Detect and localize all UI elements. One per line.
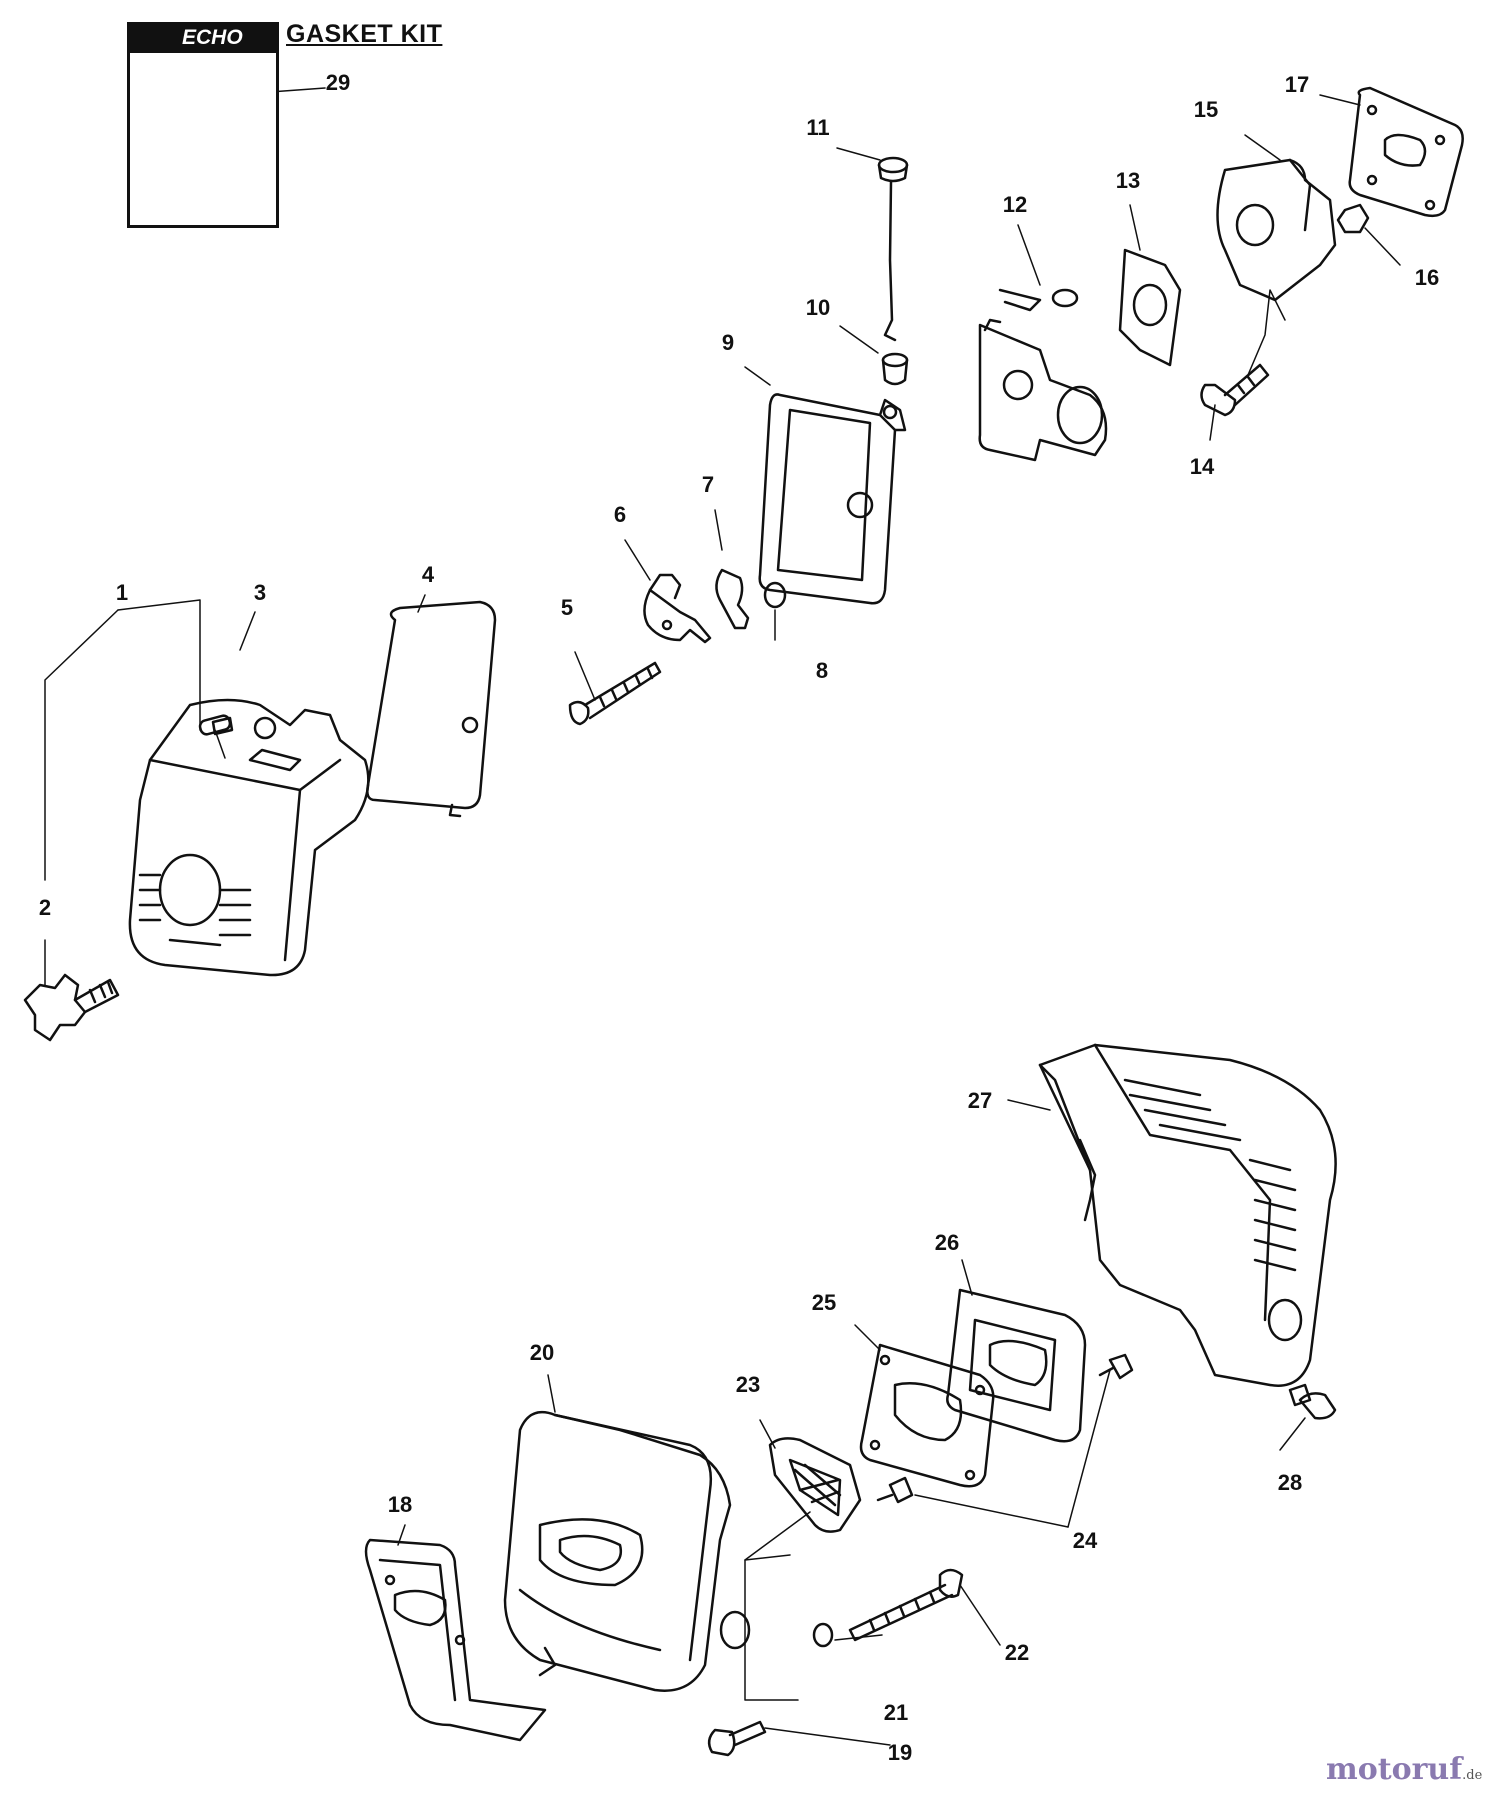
callout-17: 17 (1285, 72, 1309, 97)
screws-part-24 (876, 1353, 1134, 1504)
insulator-part-15 (1216, 158, 1337, 302)
watermark-suffix: .de (1462, 1768, 1483, 1783)
gasket-part-25 (859, 1343, 995, 1488)
callout-16: 16 (1415, 265, 1439, 290)
echo-logo-text: ECHO (182, 26, 243, 49)
callout-29: 29 (326, 70, 350, 95)
callout-8: 8 (816, 658, 828, 683)
air-filter (366, 600, 497, 818)
muffler-cover (1038, 1043, 1337, 1387)
watermark: motoruf.de (1326, 1752, 1482, 1787)
gasket-part-17 (1348, 86, 1464, 218)
clip-part-7 (715, 568, 750, 630)
callout-3: 3 (254, 580, 266, 605)
callout-25: 25 (812, 1290, 836, 1315)
washer-part-8 (763, 581, 787, 609)
echo-logo: ECHO (130, 25, 276, 53)
washer-part-21 (812, 1622, 834, 1648)
callout-7: 7 (702, 472, 714, 497)
muffler-part-20 (503, 1410, 751, 1692)
gasket-part-26 (946, 1288, 1087, 1443)
callout-9: 9 (722, 330, 734, 355)
callout-15: 15 (1194, 97, 1218, 122)
gasket-kit-title: GASKET KIT (286, 20, 443, 48)
callout-20: 20 (530, 1340, 554, 1365)
screw-part-28 (1288, 1383, 1337, 1420)
carb-gasket-part-13 (1118, 248, 1182, 367)
carburetor (978, 288, 1108, 462)
callout-10: 10 (806, 295, 830, 320)
callout-5: 5 (561, 595, 573, 620)
air-cleaner-cover (128, 698, 370, 977)
gasket-kit-box: ECHO (127, 22, 279, 228)
bolt-part-22 (848, 1568, 964, 1642)
callout-18: 18 (388, 1492, 412, 1517)
callout-14: 14 (1190, 454, 1215, 479)
part-3-pad (211, 716, 234, 736)
callout-21: 21 (884, 1700, 908, 1725)
callout-28: 28 (1278, 1470, 1302, 1495)
screw-part-19 (707, 1720, 767, 1757)
callout-23: 23 (736, 1372, 760, 1397)
bolt-part-5 (568, 661, 662, 726)
callout-12: 12 (1003, 192, 1027, 217)
callout-22: 22 (1005, 1640, 1029, 1665)
bracket-part-6 (643, 573, 712, 644)
bolt-part-14 (1200, 363, 1270, 417)
grommet-part-10 (881, 352, 909, 386)
callout-27: 27 (968, 1088, 992, 1113)
callout-2: 2 (39, 895, 51, 920)
callout-24: 24 (1073, 1528, 1098, 1553)
callout-19: 19 (888, 1740, 912, 1765)
callout-4: 4 (422, 562, 435, 587)
callout-11: 11 (806, 115, 829, 140)
callout-6: 6 (614, 502, 626, 527)
gasket-part-18 (364, 1538, 547, 1742)
nut-part-16 (1336, 203, 1370, 234)
knob (23, 973, 120, 1042)
choke-rod-part-11 (877, 156, 909, 342)
callout-1: 1 (116, 580, 128, 605)
callout-26: 26 (935, 1230, 959, 1255)
spark-screen-part-23 (768, 1437, 862, 1533)
callout-13: 13 (1116, 168, 1140, 193)
callout-numbers: 1234567891011121314151617181920212223242… (39, 70, 1439, 1765)
watermark-text: motoruf (1326, 1752, 1463, 1787)
air-cleaner-case (758, 393, 907, 605)
leader-lines (44, 87, 1401, 1746)
